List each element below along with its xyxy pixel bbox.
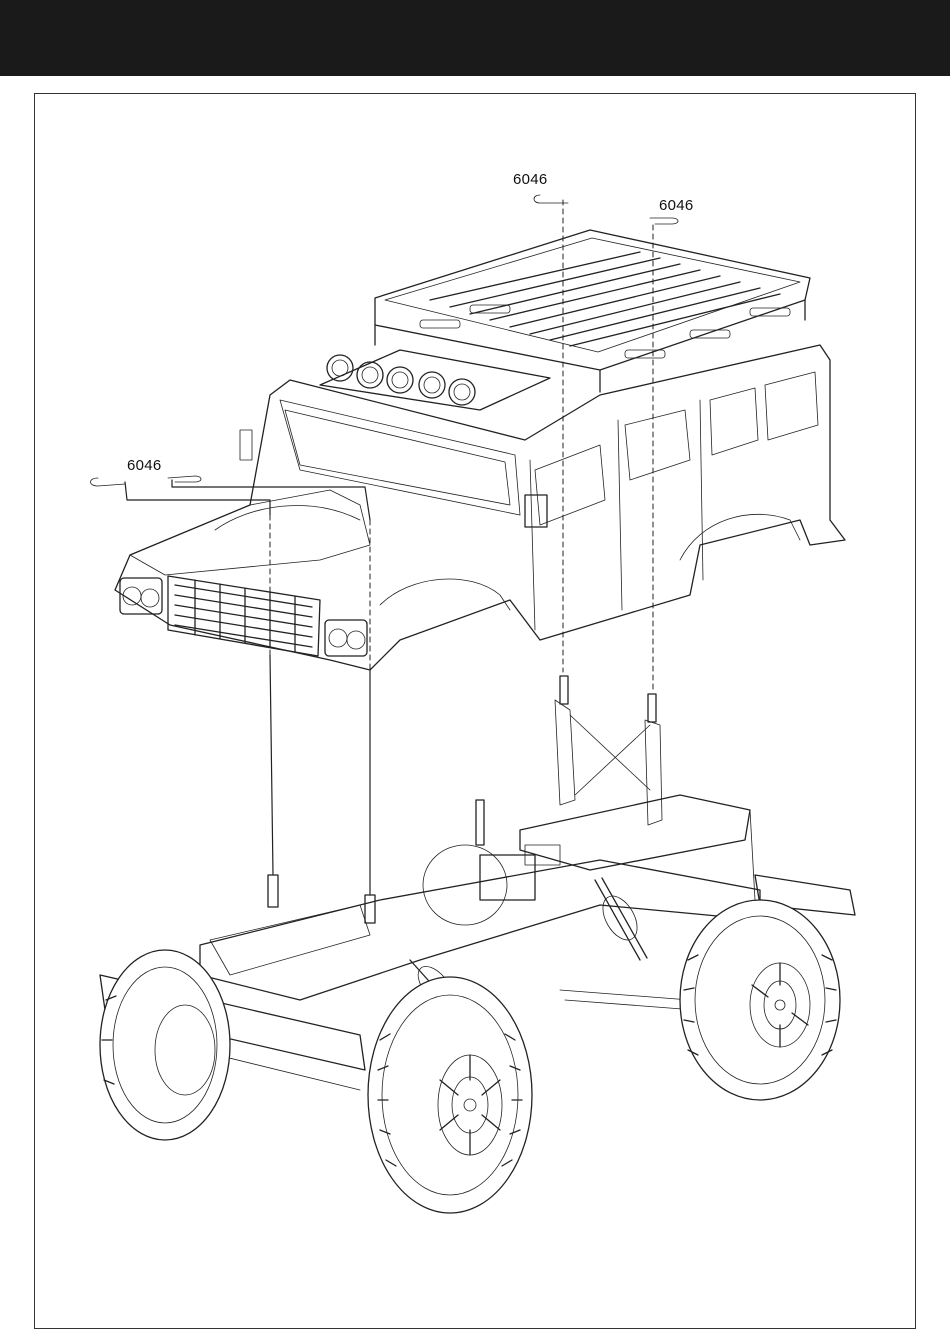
part-label-6046-top-right: 6046 <box>659 197 694 214</box>
wheel-front-right <box>368 977 532 1213</box>
wheel-rear-right <box>680 900 840 1100</box>
leader-lines <box>125 200 653 895</box>
wheel-front-left <box>100 950 230 1140</box>
light-bar <box>320 350 550 410</box>
truck-body-shell <box>115 230 845 670</box>
roof-rack <box>375 230 810 392</box>
part-label-6046-left: 6046 <box>127 457 162 474</box>
wheels <box>100 845 840 1213</box>
part-label-6046-top-center: 6046 <box>513 171 548 188</box>
